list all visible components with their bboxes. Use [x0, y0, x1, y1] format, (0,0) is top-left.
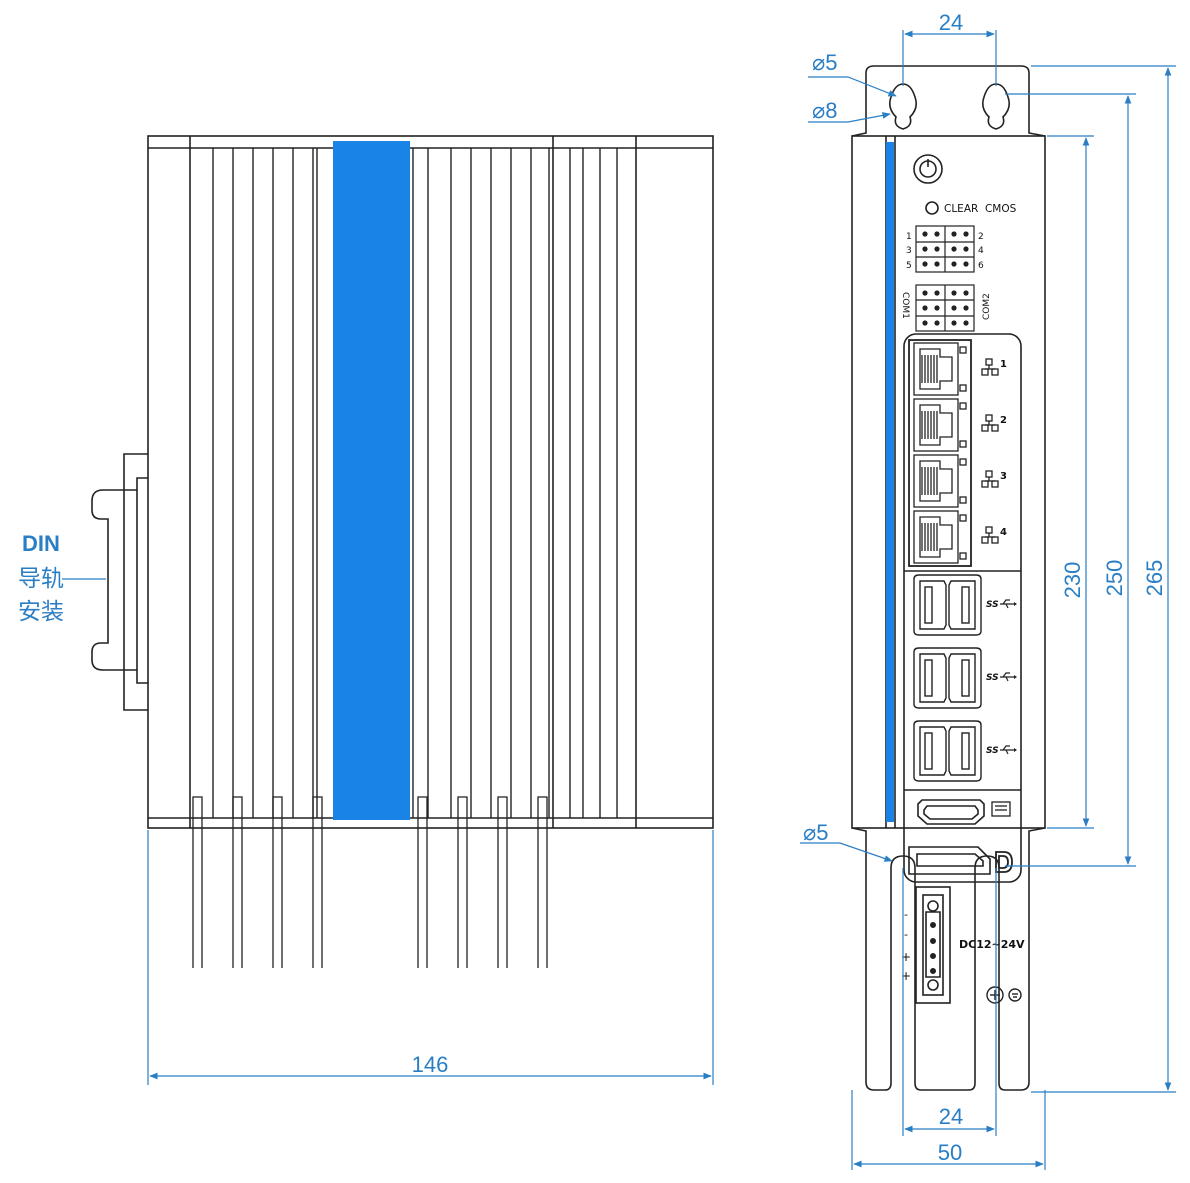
svg-text:SS: SS: [986, 746, 999, 756]
dim-top-24-label: 24: [939, 10, 963, 35]
power-input-label: DC12~24V: [959, 938, 1025, 951]
com2-label: COM2: [982, 293, 992, 320]
lan-port-number: 1: [1000, 359, 1007, 370]
hdmi-port: [904, 789, 1021, 825]
dim-d5-top-label: ⌀5: [812, 50, 837, 75]
side-view-body: [147, 135, 714, 829]
power-pin-2: -: [904, 928, 908, 941]
lan-port-number: 4: [1000, 527, 1007, 538]
clear-cmos-label: CLEAR CMOS: [944, 203, 1017, 215]
din-label-line3: 安装: [18, 598, 64, 624]
usb-stack-2: [913, 647, 982, 709]
lan-port-number: 3: [1000, 471, 1007, 482]
lan-icon: [981, 358, 999, 376]
usb-ss-icon: SS: [986, 599, 1017, 610]
top-bracket: [851, 65, 1046, 137]
keyhole-right: [982, 83, 1010, 130]
dio-pin-4: 4: [978, 246, 984, 256]
lan-port-4: [913, 510, 967, 564]
din-label-line2: 导轨: [18, 565, 64, 591]
dim-d5-bottom-label: ⌀5: [803, 820, 828, 845]
dim-bottom-50-label: 50: [938, 1140, 962, 1165]
lan-port-3: [913, 454, 967, 508]
power-pin-3: +: [901, 950, 911, 964]
bottom-bracket: [851, 827, 1046, 1091]
clear-cmos-button: [925, 201, 939, 215]
keyhole-left: [889, 83, 917, 130]
side-view: [91, 135, 714, 968]
lan-port-number: 2: [1000, 415, 1007, 426]
blue-stripe-side: [333, 141, 410, 820]
usb-stack-1: [913, 574, 982, 636]
ground-icon: [986, 986, 1022, 1004]
usb-stack-3: [913, 720, 982, 782]
lan-icon: [981, 526, 999, 544]
dim-265-label: 265: [1142, 560, 1167, 597]
dim-bottom-24-label: 24: [939, 1104, 963, 1129]
din-label-line1: DIN: [22, 531, 60, 556]
dim-230-label: 230: [1060, 562, 1085, 599]
lan-icon: [981, 470, 999, 488]
com-terminals: [915, 284, 975, 332]
front-view: [851, 65, 1046, 1091]
power-button-icon: [913, 154, 943, 184]
dim-146-label: 146: [412, 1052, 449, 1077]
vent-slots: [192, 796, 548, 968]
front-body: [851, 135, 1046, 829]
lan-port-2: [913, 398, 967, 452]
dio-pin-3: 3: [906, 246, 912, 256]
dio-pin-2: 2: [978, 232, 984, 242]
lan-block: [908, 339, 972, 567]
hdmi-icon: [991, 801, 1011, 817]
dim-d8-label: ⌀8: [812, 98, 837, 123]
displayport-port: [908, 846, 991, 875]
usb-ss-icon: SS: [986, 672, 1017, 683]
din-rail-clip: [91, 453, 148, 711]
svg-text:SS: SS: [986, 600, 999, 610]
power-connector: [915, 886, 951, 1004]
lan-icon: [981, 414, 999, 432]
dim-250-label: 250: [1102, 560, 1127, 597]
power-pin-4: +: [901, 969, 911, 983]
dio-pin-6: 6: [978, 261, 984, 271]
dio-terminal: [915, 225, 975, 273]
dimension-146: [147, 830, 714, 1085]
usb-ss-icon: SS: [986, 745, 1017, 756]
dio-pin-5: 5: [906, 261, 912, 271]
displayport-icon: [995, 851, 1013, 873]
front-dimensions: [800, 30, 1176, 1170]
blue-stripe-front: [886, 142, 894, 822]
dio-pin-1: 1: [906, 232, 912, 242]
power-pin-1: -: [904, 908, 908, 921]
svg-text:SS: SS: [986, 673, 999, 683]
com1-label: COM1: [900, 292, 910, 319]
io-panel: [903, 333, 1022, 883]
lan-port-1: [913, 342, 967, 396]
heatsink-fins: [212, 148, 618, 818]
